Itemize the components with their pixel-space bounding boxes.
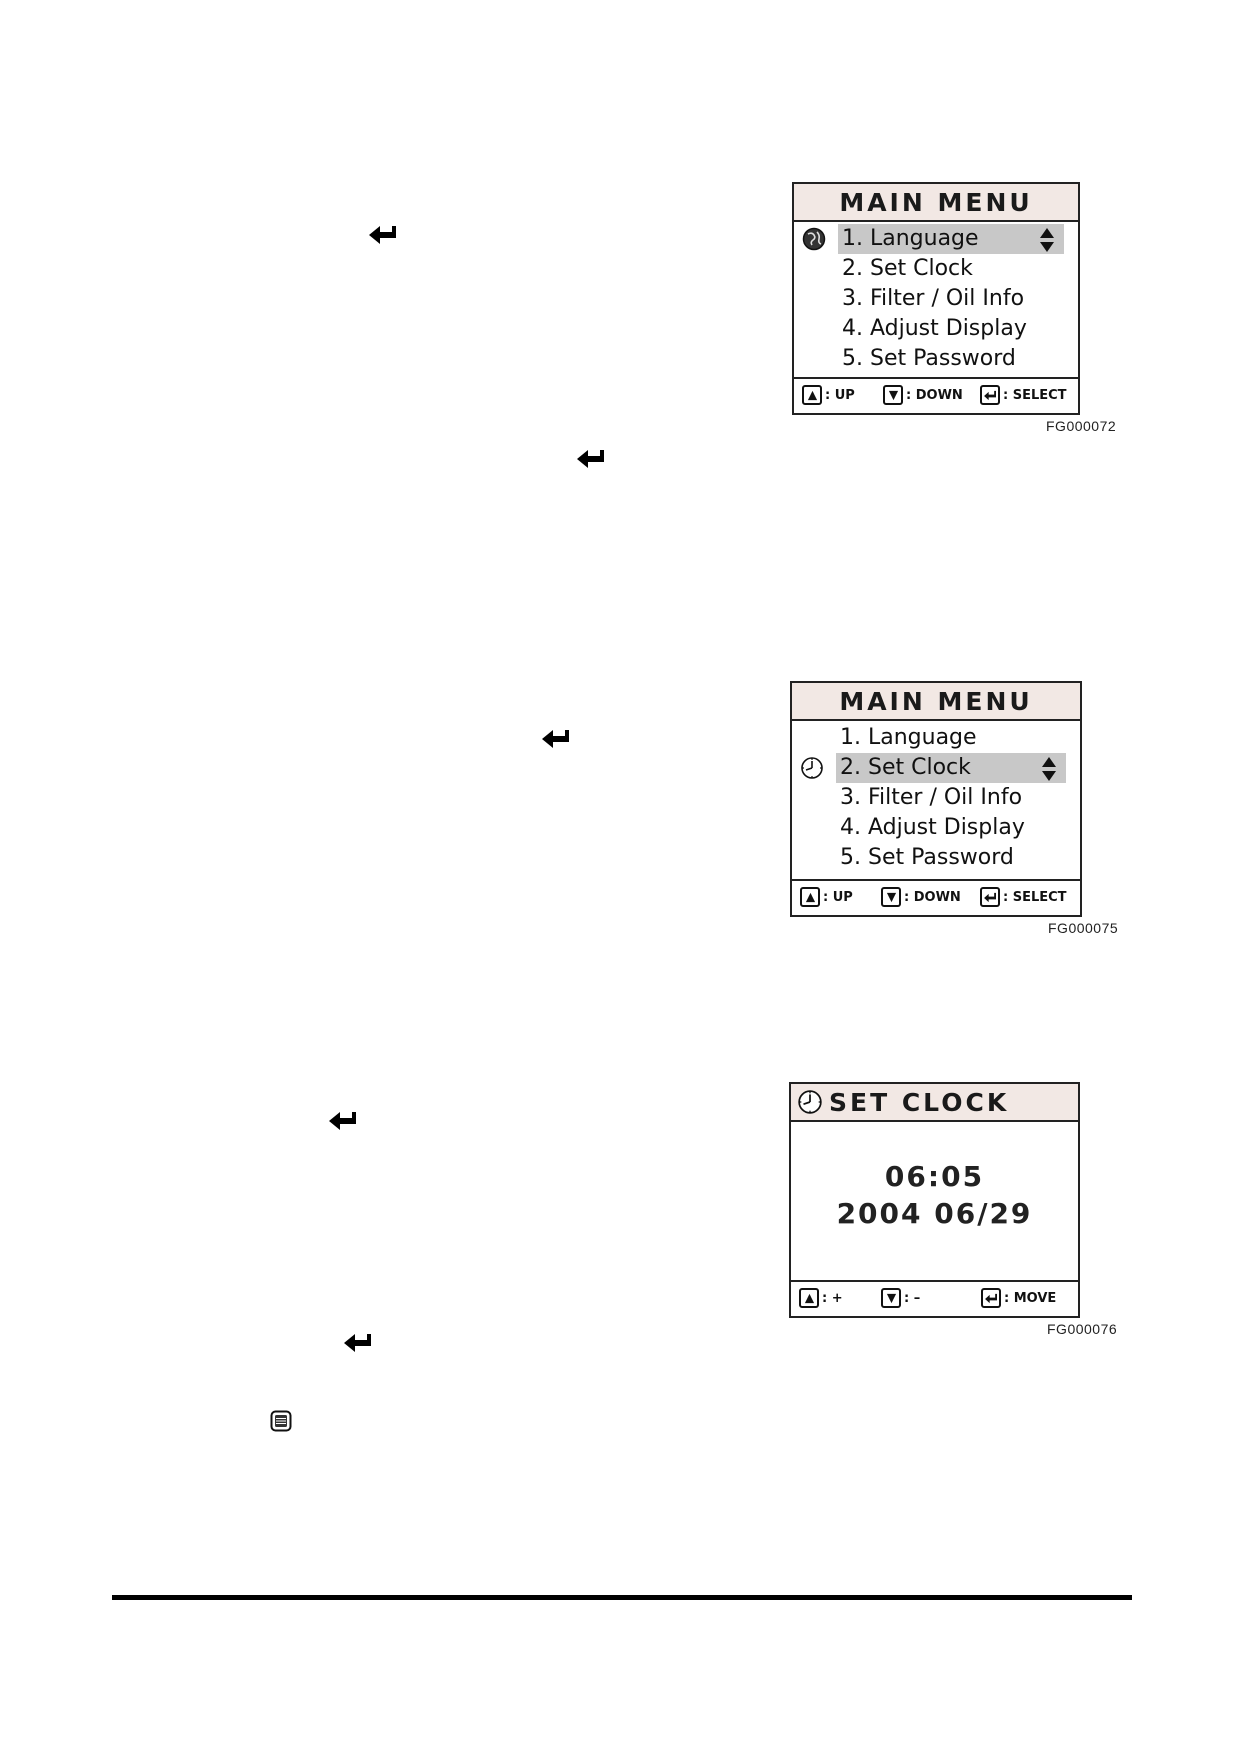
down-key-icon: [881, 887, 901, 907]
panel-title-bar: SET CLOCK: [791, 1084, 1078, 1122]
menu-item-label: 1. Language: [840, 725, 977, 750]
up-key-hint: : UP: [802, 385, 855, 405]
menu-item-label: 3. Filter / Oil Info: [840, 785, 1023, 810]
up-key-icon: [799, 1288, 819, 1308]
menu-item-filter-oil[interactable]: 3. Filter / Oil Info: [794, 284, 1078, 314]
panel-title: MAIN MENU: [792, 683, 1080, 721]
menu-item-language[interactable]: 1. Language: [792, 723, 1080, 753]
clock-time[interactable]: 06:05: [884, 1160, 985, 1193]
enter-key-icon: [541, 728, 571, 750]
down-key-hint: : DOWN: [883, 385, 963, 405]
menu-item-label: 2. Set Clock: [836, 753, 1066, 783]
clock-icon: [800, 756, 824, 780]
up-key-icon: [802, 385, 822, 405]
down-key-hint: : DOWN: [881, 887, 961, 907]
menu-item-set-clock[interactable]: 2. Set Clock: [794, 254, 1078, 284]
menu-item-label: 3. Filter / Oil Info: [842, 286, 1025, 311]
menu-item-label: 5. Set Password: [842, 346, 1016, 371]
menu-item-adjust-display[interactable]: 4. Adjust Display: [792, 813, 1080, 843]
up-key-icon: [800, 887, 820, 907]
menu-item-set-password[interactable]: 5. Set Password: [794, 344, 1078, 374]
clock-display: 06:05 2004 06/29: [791, 1160, 1078, 1230]
figure-code: FG000076: [1047, 1321, 1118, 1337]
down-key-icon: [883, 385, 903, 405]
menu-item-set-password[interactable]: 5. Set Password: [792, 843, 1080, 873]
menu-item-label: 1. Language: [838, 224, 1064, 254]
clock-icon: [797, 1089, 823, 1115]
up-down-arrows-icon: [1038, 227, 1056, 253]
minus-key-hint: : –: [881, 1288, 920, 1308]
figure-code: FG000075: [1048, 920, 1119, 936]
panel-title: MAIN MENU: [794, 184, 1078, 222]
menu-item-language[interactable]: 1. Language: [794, 224, 1078, 254]
up-down-arrows-icon: [1040, 756, 1058, 782]
clock-date[interactable]: 2004 06/29: [836, 1197, 1033, 1230]
menu-list: 1. Language 2. Set Clock 3. Filter / Oil…: [792, 721, 1080, 879]
set-clock-panel: SET CLOCK 06:05 2004 06/29 : + : – : MOV…: [789, 1082, 1080, 1318]
menu-item-label: 4. Adjust Display: [842, 316, 1027, 341]
menu-button-icon: [270, 1410, 292, 1432]
enter-key-icon: [980, 887, 1000, 907]
enter-key-icon: [981, 1288, 1001, 1308]
menu-list: 1. Language 2. Set Clock 3. Filter / Oil…: [794, 222, 1078, 380]
select-key-hint: : SELECT: [980, 385, 1067, 405]
menu-item-filter-oil[interactable]: 3. Filter / Oil Info: [792, 783, 1080, 813]
menu-item-set-clock[interactable]: 2. Set Clock: [792, 753, 1080, 783]
panel-footer: : + : – : MOVE: [791, 1280, 1078, 1316]
enter-key-icon: [368, 224, 398, 246]
enter-key-icon: [576, 448, 606, 470]
menu-item-label: 4. Adjust Display: [840, 815, 1025, 840]
up-key-hint: : UP: [800, 887, 853, 907]
figure-code: FG000072: [1046, 418, 1117, 434]
page-bottom-rule: [112, 1595, 1132, 1600]
enter-key-icon: [328, 1110, 358, 1132]
enter-key-icon: [343, 1332, 373, 1354]
panel-footer: : UP : DOWN : SELECT: [794, 377, 1078, 413]
menu-item-label: 2. Set Clock: [842, 256, 973, 281]
plus-key-hint: : +: [799, 1288, 843, 1308]
globe-icon: [802, 227, 826, 251]
menu-item-label: 5. Set Password: [840, 845, 1014, 870]
panel-title: SET CLOCK: [829, 1087, 1010, 1117]
enter-key-icon: [980, 385, 1000, 405]
main-menu-panel-language: MAIN MENU 1. Language 2. Set Clock 3. Fi…: [792, 182, 1080, 415]
down-key-icon: [881, 1288, 901, 1308]
main-menu-panel-set-clock: MAIN MENU 1. Language 2. Set Clock 3. Fi…: [790, 681, 1082, 917]
panel-footer: : UP : DOWN : SELECT: [792, 879, 1080, 915]
move-key-hint: : MOVE: [981, 1288, 1056, 1308]
select-key-hint: : SELECT: [980, 887, 1067, 907]
menu-item-adjust-display[interactable]: 4. Adjust Display: [794, 314, 1078, 344]
